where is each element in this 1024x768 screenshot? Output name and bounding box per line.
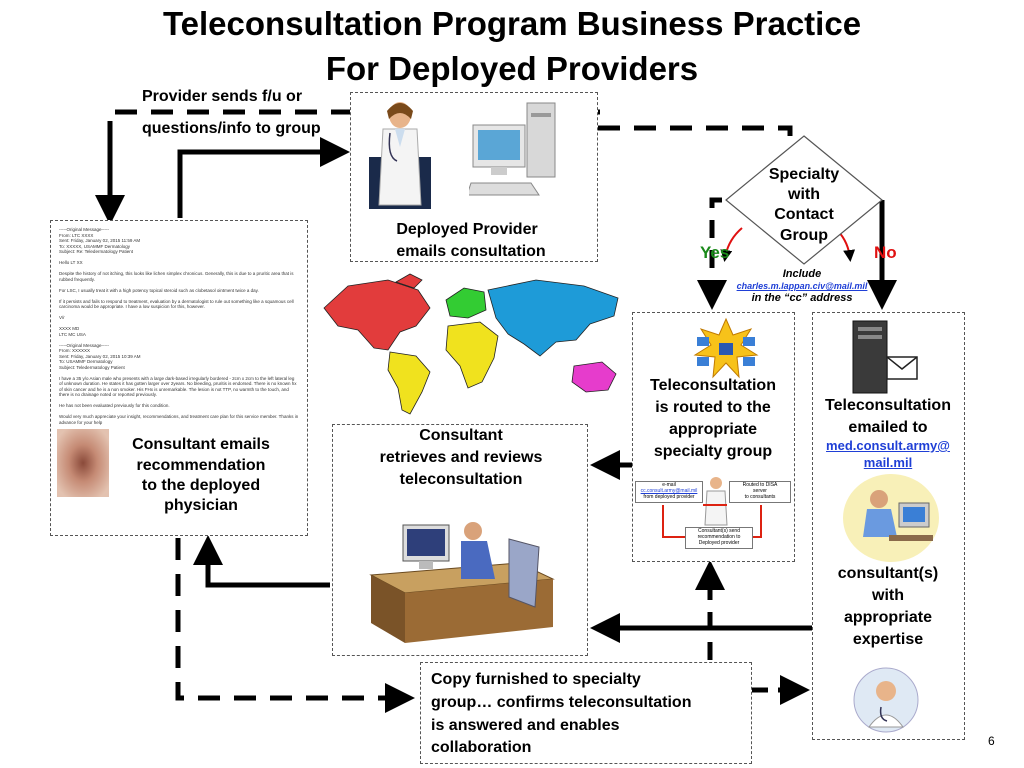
doctor-portrait-icon	[853, 667, 919, 733]
deployed-provider-line-2: emails consultation	[396, 243, 546, 260]
world-map-icon	[323, 273, 619, 415]
routed-line-4: specialty group	[653, 443, 773, 460]
arrow-retrieves-to-left	[193, 535, 330, 588]
decision-line-4: Group	[780, 227, 828, 244]
copy-line-1: Copy furnished to specialty	[431, 671, 641, 688]
mini-flow-arrows	[662, 504, 762, 538]
provider-sends-line-2: questions/info to group	[142, 120, 321, 137]
page-number: 6	[988, 734, 995, 748]
mini-disa-line-3: to consultants	[744, 494, 776, 500]
consultant-emails-line-1: Consultant emails	[132, 436, 270, 453]
provider-sends-line-1: Provider sends f/u or	[142, 88, 303, 105]
mini-email-box: e-mail cc.consult.army@mail.mil from dep…	[635, 481, 703, 503]
mini-email-link[interactable]: cc.consult.army@mail.mil	[640, 488, 698, 494]
deployed-provider-box: Deployed Provider emails consultation	[350, 92, 598, 262]
include-note: Include charles.m.lappan.civ@mail.mil in…	[720, 268, 884, 304]
network-icon	[693, 317, 759, 379]
desk-computer-icon	[369, 522, 555, 643]
emailed-link-line-1[interactable]: med.consult.army@	[826, 438, 950, 453]
email-message-text: -----Original Message-----From: LTC XXXX…	[59, 227, 299, 447]
decision-line-3: Contact	[774, 206, 834, 223]
mini-send-line-2: recommendation to	[697, 534, 741, 540]
consultant-emails-line-4: physician	[164, 497, 238, 514]
routed-line-2: is routed to the	[655, 399, 771, 416]
routed-line-3: appropriate	[668, 421, 757, 438]
emailed-box: Teleconsultation emailed to med.consult.…	[812, 312, 965, 740]
mini-disa-box: Routed to DISA server to consultants	[729, 481, 791, 503]
copy-line-4: collaboration	[431, 739, 532, 756]
include-email-link[interactable]: charles.m.lappan.civ@mail.mil	[736, 281, 868, 291]
mini-email-line-3: from deployed provider	[643, 494, 695, 500]
mini-send-line-3: Deployed provider	[698, 540, 740, 546]
decision-line-2: with	[788, 186, 820, 203]
mini-doctor-icon	[704, 477, 728, 526]
consultant-at-computer-icon	[843, 474, 939, 562]
include-label: Include	[782, 268, 822, 280]
arrow-left-to-copy	[175, 538, 415, 713]
consultant-emails-line-3: to the deployed	[141, 477, 261, 494]
mini-send-box: Consultant(s) send recommendation to Dep…	[685, 527, 753, 549]
decision-no-label: No	[874, 243, 897, 262]
routed-box: Teleconsultation is routed to the approp…	[632, 312, 795, 562]
expertise-line-4: expertise	[852, 631, 924, 648]
page-title-line-2: For Deployed Providers	[325, 50, 699, 87]
emailed-link-line-2[interactable]: mail.mil	[863, 455, 913, 470]
copy-line-2: group… confirms teleconsultation	[431, 694, 692, 711]
emailed-line-2: emailed to	[848, 419, 928, 436]
arrow-provider-to-decision-2	[598, 125, 793, 136]
mini-send-line-1: Consultant(s) send	[698, 528, 740, 534]
consultant-retrieves-box: Consultant retrieves and reviews telecon…	[332, 424, 588, 656]
consultant-emails-line-2: recommendation	[136, 457, 266, 474]
routed-line-1: Teleconsultation	[650, 377, 776, 394]
doctor-icon	[369, 102, 431, 209]
mini-disa-line-2: server	[753, 488, 767, 494]
consultant-email-box: -----Original Message-----From: LTC XXXX…	[50, 220, 308, 536]
decision-diamond	[725, 135, 883, 265]
arrow-followup-dashed	[107, 109, 350, 215]
retrieves-line-1: Consultant	[419, 427, 503, 444]
retrieves-line-3: teleconsultation	[399, 471, 523, 488]
computer-icon	[469, 102, 556, 196]
include-cc-label: in the “cc” address	[751, 292, 853, 304]
skin-lesion-photo-icon	[57, 429, 109, 497]
arrow-yes	[697, 197, 727, 310]
mini-email-line-1: e-mail	[662, 482, 676, 488]
retrieves-line-2: retrieves and reviews	[379, 449, 543, 466]
deployed-provider-line-1: Deployed Provider	[396, 221, 538, 238]
arrow-left-to-provider	[177, 137, 350, 218]
decision-line-1: Specialty	[768, 166, 840, 183]
copy-furnished-box: Copy furnished to specialty group… confi…	[420, 662, 752, 764]
decision-yes-label: Yes	[700, 243, 730, 262]
page-title-line-1: Teleconsultation Program Business Practi…	[162, 5, 862, 42]
server-email-icon	[852, 320, 918, 394]
emailed-line-1: Teleconsultation	[825, 397, 951, 414]
mini-disa-line-1: Routed to DISA	[742, 482, 778, 488]
expertise-line-1: consultant(s)	[837, 565, 939, 582]
copy-line-3: is answered and enables	[431, 717, 620, 734]
expertise-line-2: with	[872, 587, 904, 604]
expertise-line-3: appropriate	[843, 609, 932, 626]
